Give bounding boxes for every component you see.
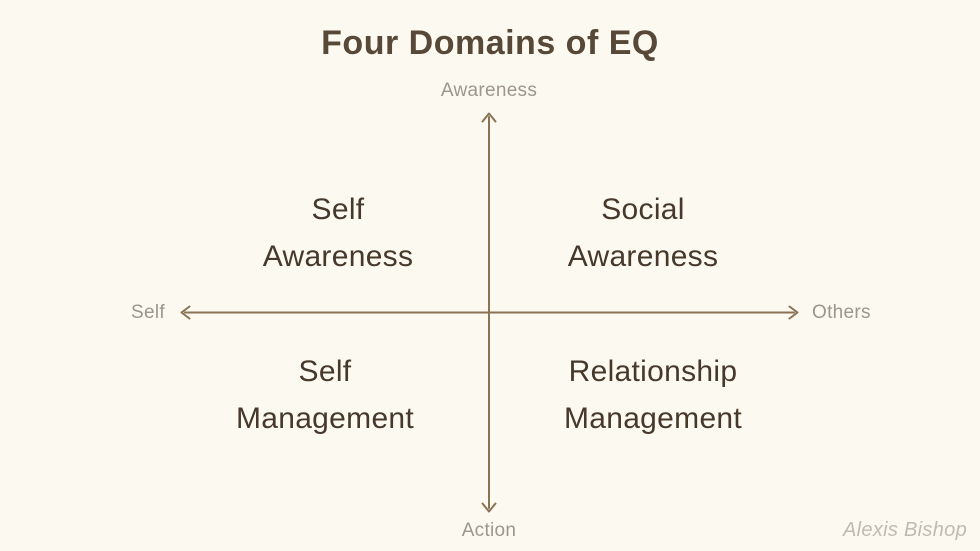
- quadrant-self-awareness: Self Awareness: [188, 186, 488, 280]
- right-arrowhead-icon: [788, 305, 799, 320]
- axis-label-action: Action: [461, 520, 517, 541]
- quadrant-self-management-line1: Self: [298, 355, 352, 388]
- quadrant-relationship-management-line2: Management: [563, 402, 743, 435]
- page-title: Four Domains of EQ: [321, 24, 659, 62]
- quadrant-social-awareness-line2: Awareness: [567, 240, 719, 273]
- quadrant-self-awareness-line2: Awareness: [262, 240, 414, 273]
- quadrant-social-awareness: Social Awareness: [493, 186, 793, 280]
- quadrant-self-management: Self Management: [175, 348, 475, 442]
- axis-label-awareness: Awareness: [440, 80, 538, 101]
- up-arrowhead-icon: [481, 112, 497, 123]
- left-arrowhead-icon: [180, 305, 191, 320]
- quadrant-relationship-management-line1: Relationship: [568, 355, 738, 388]
- down-arrowhead-icon: [481, 502, 497, 513]
- quadrant-self-awareness-line1: Self: [311, 193, 365, 226]
- quadrant-relationship-management: Relationship Management: [503, 348, 803, 442]
- axis-label-others: Others: [812, 302, 871, 323]
- attribution-author: Alexis Bishop: [843, 519, 967, 541]
- quadrant-social-awareness-line1: Social: [601, 193, 685, 226]
- axis-label-self: Self: [131, 302, 165, 323]
- quadrant-self-management-line2: Management: [235, 402, 415, 435]
